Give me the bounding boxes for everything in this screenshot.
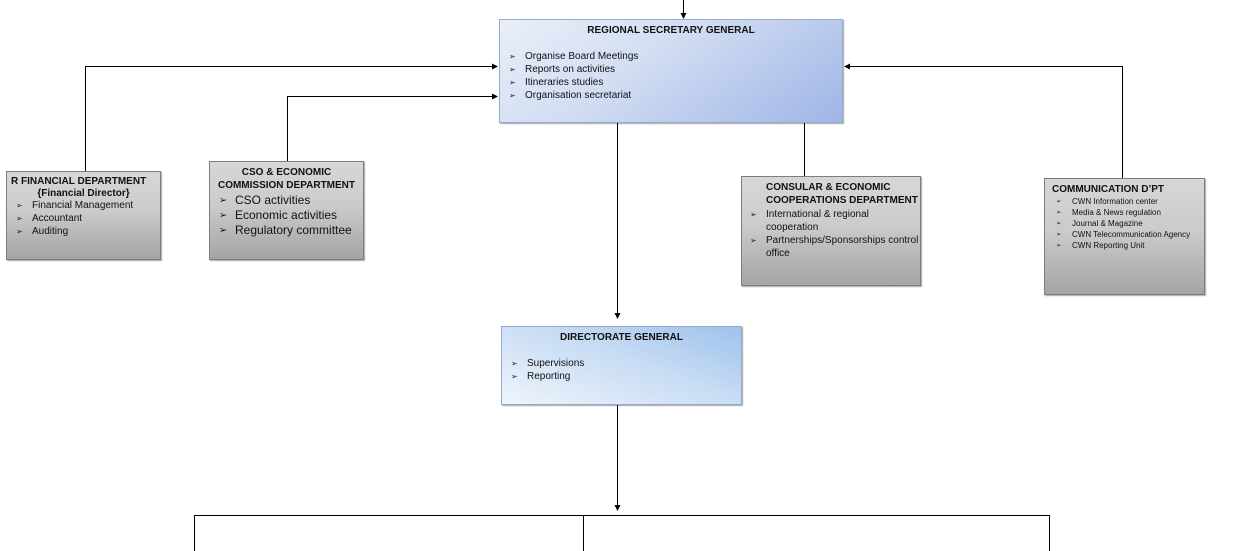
list-item: Reports on activities xyxy=(509,63,842,76)
list-item: Reporting xyxy=(511,370,741,383)
list-item: Media & News regulation xyxy=(1056,207,1204,218)
cso-economic-commission-list: CSO activities Economic activities Regul… xyxy=(219,193,363,238)
list-item: Accountant xyxy=(16,212,160,225)
connector-communication-to-rsg xyxy=(844,63,1123,178)
financial-department-title: R FINANCIAL DEPARTMENT xyxy=(11,176,147,187)
directorate-general-title: DIRECTORATE GENERAL xyxy=(560,332,683,343)
communication-department-list: CWN Information center Media & News regu… xyxy=(1056,196,1204,251)
list-item: CWN Telecommunication Agency xyxy=(1056,229,1204,240)
list-item: CWN Information center xyxy=(1056,196,1204,207)
list-item: Economic activities xyxy=(219,208,363,223)
regional-secretary-general-list: Organise Board Meetings Reports on activ… xyxy=(509,50,842,102)
cso-economic-commission-box: CSO & ECONOMIC COMMISSION DEPARTMENT CSO… xyxy=(209,161,364,260)
directorate-general-list: Supervisions Reporting xyxy=(511,357,741,383)
list-item: Itineraries studies xyxy=(509,76,842,89)
regional-secretary-general-title: REGIONAL SECRETARY GENERAL xyxy=(587,25,755,36)
connector-cso-to-rsg xyxy=(287,93,498,161)
connector-bottom-branch xyxy=(194,515,1050,551)
regional-secretary-general-box: REGIONAL SECRETARY GENERAL Organise Boar… xyxy=(499,19,843,123)
consular-cooperations-box: CONSULAR & ECONOMIC COOPERATIONS DEPARTM… xyxy=(741,176,921,286)
list-item: Financial Management xyxy=(16,199,160,212)
connector-financial-to-rsg xyxy=(85,63,498,171)
list-item: CWN Reporting Unit xyxy=(1056,240,1204,251)
financial-department-subtitle: {Financial Director} xyxy=(37,188,130,199)
list-item: Supervisions xyxy=(511,357,741,370)
list-item: International & regional cooperation xyxy=(750,208,920,234)
communication-department-box: COMMUNICATION D’PT CWN Information cente… xyxy=(1044,178,1205,295)
financial-department-list: Financial Management Accountant Auditing xyxy=(16,199,160,238)
financial-department-box: R FINANCIAL DEPARTMENT {Financial Direct… xyxy=(6,171,161,260)
consular-cooperations-title: CONSULAR & ECONOMIC COOPERATIONS DEPARTM… xyxy=(766,182,918,206)
list-item: CSO activities xyxy=(219,193,363,208)
communication-department-title: COMMUNICATION D’PT xyxy=(1052,184,1165,195)
directorate-general-box: DIRECTORATE GENERAL Supervisions Reporti… xyxy=(501,326,742,405)
list-item: Auditing xyxy=(16,225,160,238)
cso-economic-commission-title: CSO & ECONOMIC COMMISSION DEPARTMENT xyxy=(217,167,356,191)
consular-cooperations-list: International & regional cooperation Par… xyxy=(750,208,920,260)
list-item: Partnerships/Sponsorships control office xyxy=(750,234,920,260)
list-item: Journal & Magazine xyxy=(1056,218,1204,229)
list-item: Organise Board Meetings xyxy=(509,50,842,63)
list-item: Regulatory committee xyxy=(219,223,363,238)
list-item: Organisation secretariat xyxy=(509,89,842,102)
